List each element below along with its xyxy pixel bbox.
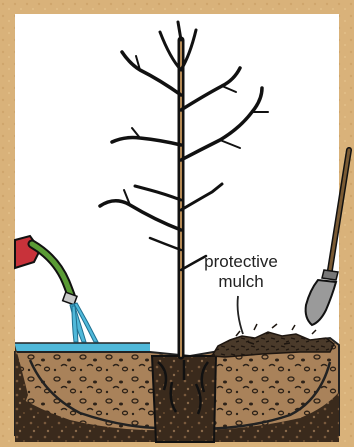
mulch-label: protective mulch (186, 252, 296, 292)
mulch-label-line2: mulch (186, 272, 296, 292)
mulch-label-line1: protective (186, 252, 296, 272)
